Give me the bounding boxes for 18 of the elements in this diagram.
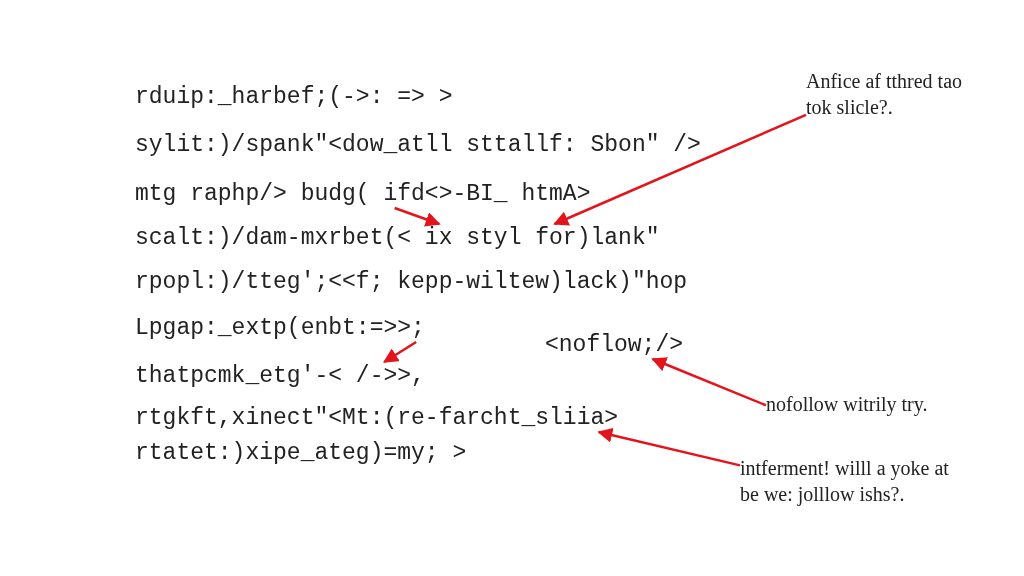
arrow [553, 113, 807, 226]
arrow [394, 206, 441, 227]
annotation-text: Anfice af tthred tao tok slicle?. [806, 68, 966, 120]
code-line: rduip:_harbef;(->: => > [135, 83, 453, 111]
code-line: thatpcmk_etg'-< /->>, [135, 362, 425, 390]
code-line: scalt:)/dam-mxrbet(< ix styl for)lank" [135, 224, 660, 252]
code-line: rpopl:)/tteg';<<f; kepp-wiltew)lack)"hop [135, 268, 688, 296]
code-line: Lpgap:_extp(enbt:=>>; [135, 314, 425, 342]
annotation-text: intferment! willl a yoke at be we: jolllow ishs?. [740, 455, 972, 507]
arrow [383, 340, 417, 364]
code-line: <noflow;/> [545, 331, 684, 359]
arrow [597, 427, 741, 467]
code-line: mtg raphp/> budg( ifd<>-BI_ htmA> [135, 180, 591, 208]
arrow [651, 357, 767, 407]
code-line: sylit:)/spank"<dow_atll sttallf: Sbon" /> [135, 131, 701, 159]
annotation-text: nofollow witrily try. [766, 391, 986, 417]
code-line: rtatet:)xipe_ateg)=my; > [135, 439, 467, 467]
code-line: rtgkft,xinect"<Mt:(re-farcht_sliia> [135, 404, 619, 432]
